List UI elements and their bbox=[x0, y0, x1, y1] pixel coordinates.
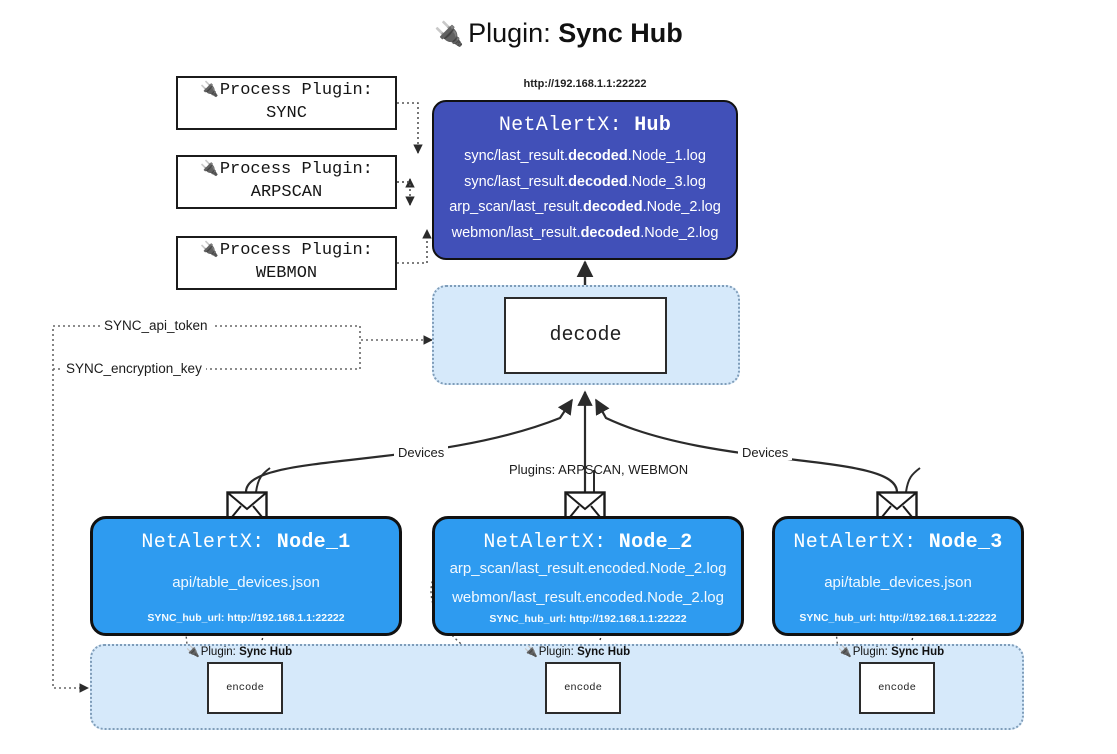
edge-label-devices-right: Devices bbox=[738, 445, 793, 460]
process-plugin-name: WEBMON bbox=[255, 264, 318, 283]
node-line: arp_scan/last_result.encoded.Node_2.log bbox=[449, 560, 727, 577]
encode-box-node-1[interactable]: encode bbox=[207, 662, 283, 714]
node-hub-url: SYNC_hub_url: http://192.168.1.1:22222 bbox=[489, 612, 687, 625]
encoder-plugin-label: 🔌Plugin: Sync Hub bbox=[186, 646, 293, 658]
hub-log-line: sync/last_result.decoded.Node_1.log bbox=[464, 148, 706, 164]
hub-title-prefix: NetAlertX: bbox=[498, 114, 622, 137]
page-title-prefix: Plugin: bbox=[468, 18, 551, 48]
decode-label: decode bbox=[549, 324, 622, 347]
node-line: api/table_devices.json bbox=[824, 574, 972, 592]
plug-icon: 🔌 bbox=[186, 646, 200, 658]
process-plugin-label: Process Plugin: bbox=[219, 160, 373, 180]
node-line: api/table_devices.json bbox=[172, 574, 320, 592]
edge-label-devices-left: Devices bbox=[394, 445, 449, 460]
node-title: NetAlertX: Node_1 bbox=[141, 531, 351, 554]
encoder-plugin-label: 🔌Plugin: Sync Hub bbox=[838, 646, 945, 658]
node-title: NetAlertX: Node_2 bbox=[483, 531, 693, 554]
sync-api-token-label: SYNC_api_token bbox=[100, 318, 212, 333]
encode-box-node-2[interactable]: encode bbox=[545, 662, 621, 714]
plug-icon: 🔌 bbox=[838, 646, 852, 658]
process-plugin-label: Process Plugin: bbox=[219, 81, 373, 101]
node-hub-url: SYNC_hub_url: http://192.168.1.1:22222 bbox=[147, 612, 345, 624]
decode-box[interactable]: decode bbox=[504, 297, 667, 374]
plug-icon: 🔌 bbox=[524, 646, 538, 658]
hub-log-line: sync/last_result.decoded.Node_3.log bbox=[464, 173, 706, 190]
encode-label: encode bbox=[564, 682, 602, 694]
hub-log-line: arp_scan/last_result.decoded.Node_2.log bbox=[449, 199, 721, 216]
hub-url-label: http://192.168.1.1:22222 bbox=[523, 78, 647, 90]
node-box-node-2[interactable]: NetAlertX: Node_2 arp_scan/last_result.e… bbox=[432, 516, 744, 636]
hub-log-line: webmon/last_result.decoded.Node_2.log bbox=[451, 224, 719, 241]
page-title: 🔌Plugin: Sync Hub bbox=[0, 18, 1117, 49]
encode-label: encode bbox=[878, 682, 916, 694]
process-plugin-label: Process Plugin: bbox=[219, 241, 373, 261]
edge-label-plugins-center: Plugins: ARPSCAN, WEBMON bbox=[509, 462, 689, 477]
hub-title-name: Hub bbox=[634, 114, 672, 137]
hub-node[interactable]: NetAlertX: Hub sync/last_result.decoded.… bbox=[432, 100, 738, 260]
process-plugin-arpscan[interactable]: 🔌Process Plugin: ARPSCAN bbox=[176, 155, 397, 209]
node-box-node-3[interactable]: NetAlertX: Node_3 api/table_devices.json… bbox=[772, 516, 1024, 636]
node-title: NetAlertX: Node_3 bbox=[793, 531, 1003, 554]
encode-box-node-3[interactable]: encode bbox=[859, 662, 935, 714]
sync-encryption-key-label: SYNC_encryption_key bbox=[62, 361, 206, 376]
plug-icon: 🔌 bbox=[200, 82, 219, 100]
process-plugin-webmon[interactable]: 🔌Process Plugin: WEBMON bbox=[176, 236, 397, 290]
plug-icon: 🔌 bbox=[200, 161, 219, 179]
process-plugin-sync[interactable]: 🔌Process Plugin: SYNC bbox=[176, 76, 397, 130]
encode-label: encode bbox=[226, 682, 264, 694]
page-title-name: Sync Hub bbox=[558, 18, 683, 48]
node-hub-url: SYNC_hub_url: http://192.168.1.1:22222 bbox=[799, 612, 997, 624]
process-plugin-name: SYNC bbox=[266, 104, 307, 123]
encoder-plugin-label: 🔌Plugin: Sync Hub bbox=[524, 646, 631, 658]
plug-icon: 🔌 bbox=[434, 21, 465, 48]
hub-title: NetAlertX: Hub bbox=[499, 114, 671, 137]
plug-icon: 🔌 bbox=[200, 242, 219, 260]
node-box-node-1[interactable]: NetAlertX: Node_1 api/table_devices.json… bbox=[90, 516, 402, 636]
process-plugin-name: ARPSCAN bbox=[250, 183, 323, 202]
node-line: webmon/last_result.encoded.Node_2.log bbox=[452, 589, 724, 607]
